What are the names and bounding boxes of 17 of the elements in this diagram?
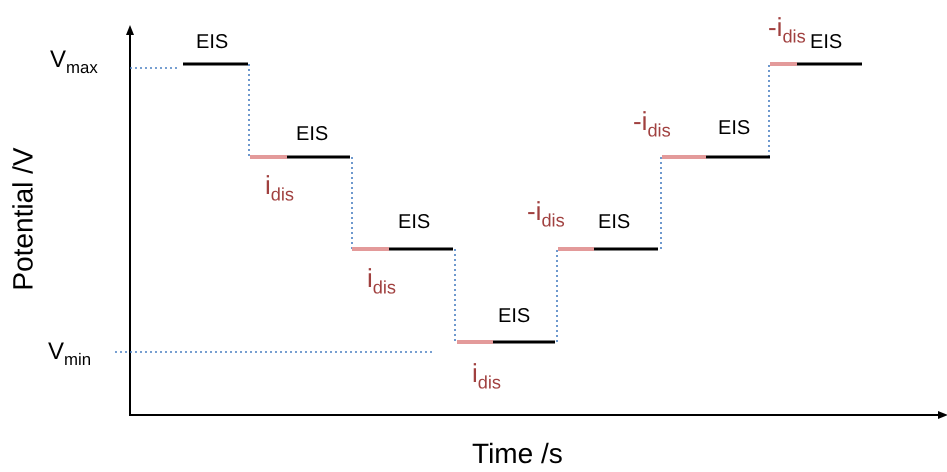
current-label: -i$_{dis}$ [527,198,565,230]
eis-label: EIS [196,32,228,52]
eis-label: EIS [498,306,530,326]
eis-label: EIS [810,32,842,52]
x-axis-title: Time /s [472,440,563,468]
vmax-label: V$_{max}$ [50,48,98,77]
y-axis-title: Potential /V [10,147,38,291]
current-label: i$_{dis}$ [472,360,502,392]
current-label: i$_{dis}$ [265,172,294,204]
current-label: -i$_{dis}$ [768,14,806,46]
eis-label: EIS [398,212,430,232]
current-label: i$_{dis}$ [367,265,396,297]
eis-label: EIS [296,124,328,144]
eis-label: EIS [598,212,630,232]
current-label: -i$_{dis}$ [633,108,671,140]
eis-label: EIS [718,118,750,138]
vmin-label: V$_{min}$ [48,340,92,369]
